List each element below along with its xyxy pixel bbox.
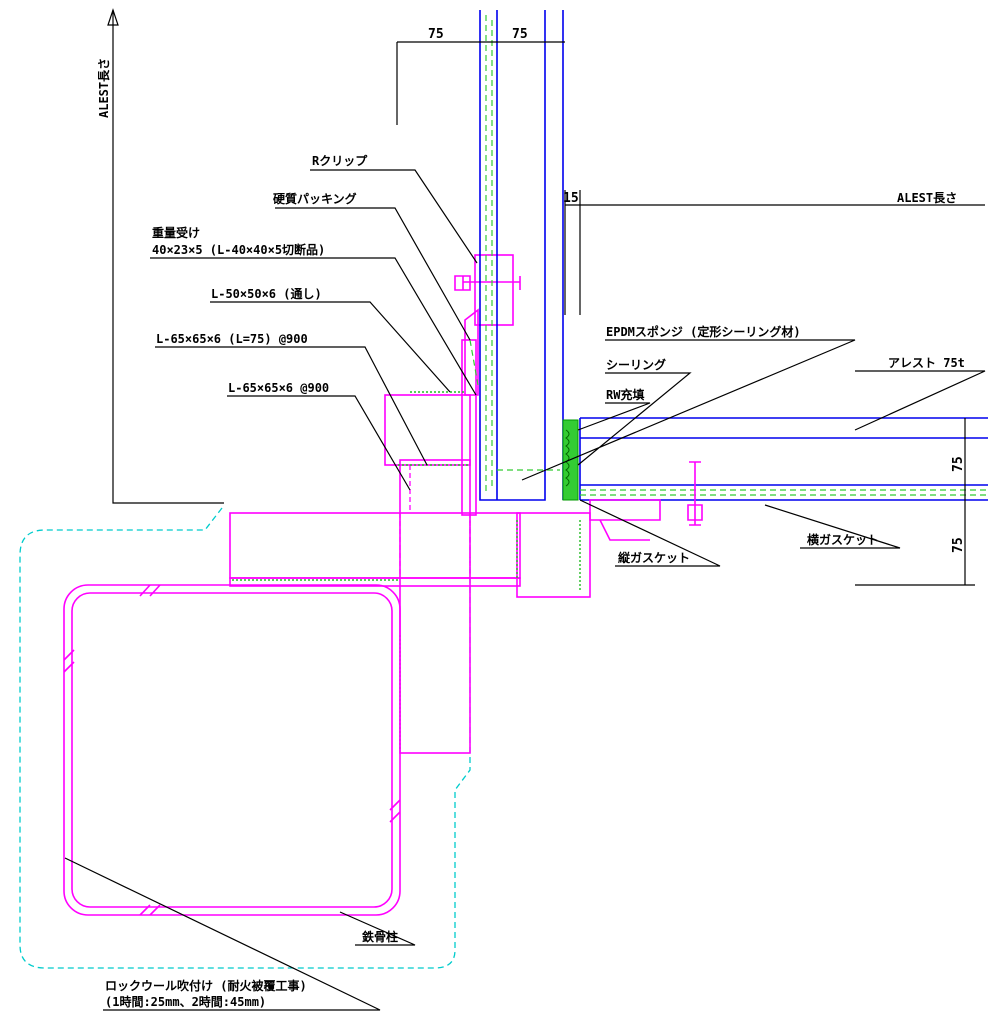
weight-receiver (464, 308, 479, 396)
steel-column-break-marks (63, 584, 401, 916)
steel-column-outer (63, 584, 401, 916)
dim-right-line (855, 418, 975, 586)
label-sealing: シーリング (606, 357, 666, 372)
label-weight-receiver-spec: 40×23×5 (L-40×40×5切断品) (152, 242, 325, 257)
rw-fill-coil (565, 429, 570, 487)
label-rockwool: ロックウール吹付け (耐火被覆工事) (105, 978, 307, 993)
label-epdm: EPDMスポンジ (定形シーリング材) (606, 324, 801, 339)
horizontal-panel (579, 417, 988, 501)
label-hard-packing: 硬質パッキング (273, 191, 357, 206)
bracket-right-block (516, 512, 591, 598)
bracket-plate-lower (229, 577, 521, 587)
alest-length-horizontal: ALEST長さ (897, 190, 957, 205)
label-r-clip: Rクリップ (312, 153, 368, 168)
hard-packing (469, 339, 479, 386)
label-angle-50: L-50×50×6 (通し) (211, 286, 322, 301)
bolt-lower (687, 461, 703, 526)
label-rw-fill: RW充填 (606, 387, 644, 402)
dim-top-right: 75 (512, 27, 528, 42)
rockwool-fireproofing-outline (19, 507, 471, 969)
label-rockwool-spec: (1時間:25mm、2時間:45mm) (105, 994, 266, 1009)
label-weight-receiver: 重量受け (152, 225, 200, 240)
angle-65-vertical (399, 459, 471, 754)
dim-vertical-line (112, 10, 224, 504)
vertical-panel-lines (479, 10, 564, 501)
r-clip (474, 254, 514, 326)
bolt-upper (454, 275, 521, 291)
leaders (64, 169, 986, 1011)
dim-joint: 15 (563, 191, 579, 206)
label-horizontal-gasket: 横ガスケット (807, 532, 879, 547)
label-steel-column: 鉄骨柱 (362, 929, 398, 944)
label-angle-65: L-65×65×6 @900 (228, 381, 329, 395)
lower-bracket-h (589, 499, 661, 541)
dim-right-upper: 75 (951, 456, 966, 472)
dim-top-line (396, 41, 565, 125)
dim-arrow (107, 8, 119, 26)
angle-50-through (461, 339, 477, 516)
vertical-panel-hatch (485, 15, 493, 495)
label-angle-65-l75: L-65×65×6 (L=75) @900 (156, 332, 308, 346)
alest-length-vertical: ALEST長さ (96, 58, 111, 118)
horizontal-panel-hatch (580, 489, 988, 496)
dim-joint-line (564, 190, 985, 315)
angle-65-hidden (399, 465, 471, 578)
bracket-right-weld (516, 520, 581, 590)
label-vertical-gasket: 縦ガスケット (618, 550, 690, 565)
bracket-plate-main (229, 512, 521, 579)
steel-column-inner (71, 592, 393, 908)
label-alc-75t: アレスト 75t (888, 356, 965, 370)
dim-right-lower: 75 (951, 537, 966, 553)
dim-top-left: 75 (428, 27, 444, 42)
angle-65-l75 (384, 394, 471, 466)
